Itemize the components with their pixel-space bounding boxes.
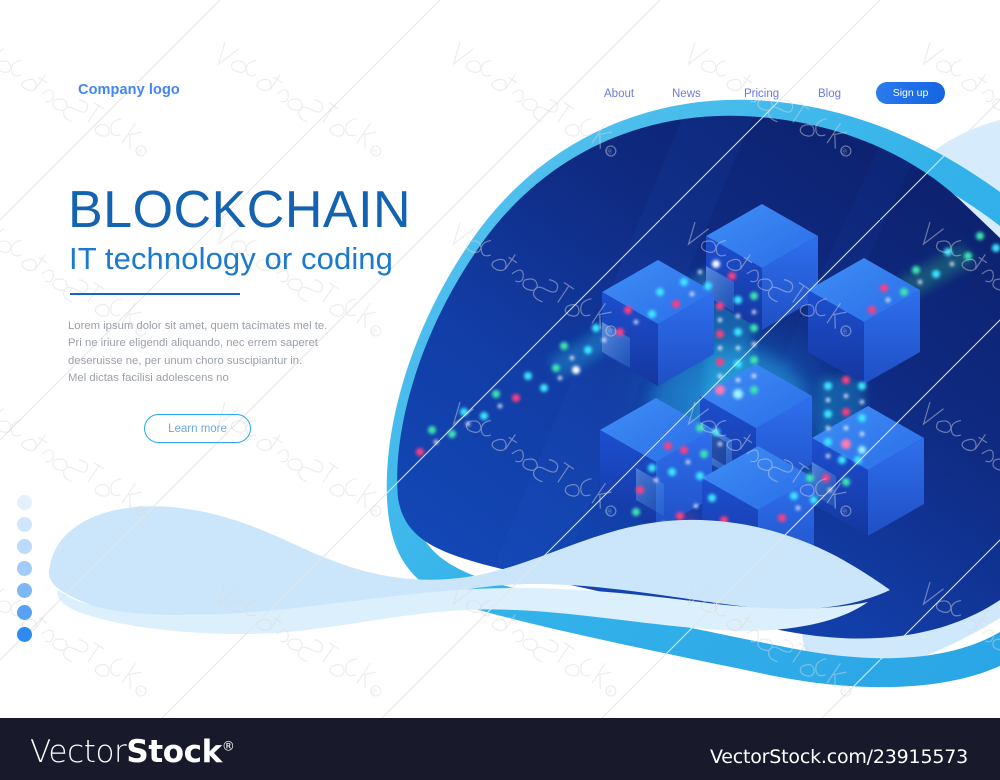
registered-mark-icon: ® (221, 739, 235, 755)
vectorstock-url: VectorStock.com/23915573 (709, 746, 968, 768)
vectorstock-logo-thin: Vector (30, 734, 127, 770)
nav-item-pricing[interactable]: Pricing (744, 88, 780, 100)
sign-up-button[interactable]: Sign up (876, 82, 945, 104)
main-nav: About News Pricing Blog (0, 88, 1000, 108)
vectorstock-logo-bold: Stock (126, 734, 222, 770)
hero-description-line: Lorem ipsum dolor sit amet, quem tacimat… (68, 320, 328, 332)
pagination-dot-4[interactable] (17, 561, 32, 576)
pagination-dot-7[interactable] (17, 627, 32, 642)
pagination-dot-2[interactable] (17, 517, 32, 532)
nav-item-blog[interactable]: Blog (818, 88, 842, 100)
page-subtitle: IT technology or coding (69, 241, 393, 276)
hero-description-line: deseruisse ne, per unum choro suscipiant… (68, 354, 303, 367)
pagination-dot-5[interactable] (17, 583, 32, 598)
page-title: BLOCKCHAIN (68, 181, 412, 239)
pagination-dot-1[interactable] (17, 495, 32, 510)
vectorstock-logo: VectorStock® (30, 734, 235, 770)
vectorstock-footer: VectorStock® VectorStock.com/23915573 (0, 718, 1000, 780)
hero-description-line: Pri ne iriure eligendi aliquando, nec er… (68, 337, 318, 350)
nav-item-news[interactable]: News (672, 88, 701, 100)
site-header: Company logo About News Pricing Blog Sig… (0, 0, 1000, 125)
hero-description-line: Mel dictas facilisi adolescens no (68, 371, 229, 384)
nav-item-about[interactable]: About (604, 88, 635, 100)
title-divider (70, 293, 240, 295)
pagination-dot-3[interactable] (17, 539, 32, 554)
pagination-dot-6[interactable] (17, 605, 32, 620)
pagination-dots (17, 495, 39, 642)
hero-description: Lorem ipsum dolor sit amet, quem tacimat… (68, 318, 358, 387)
learn-more-button[interactable]: Learn more (144, 414, 251, 443)
